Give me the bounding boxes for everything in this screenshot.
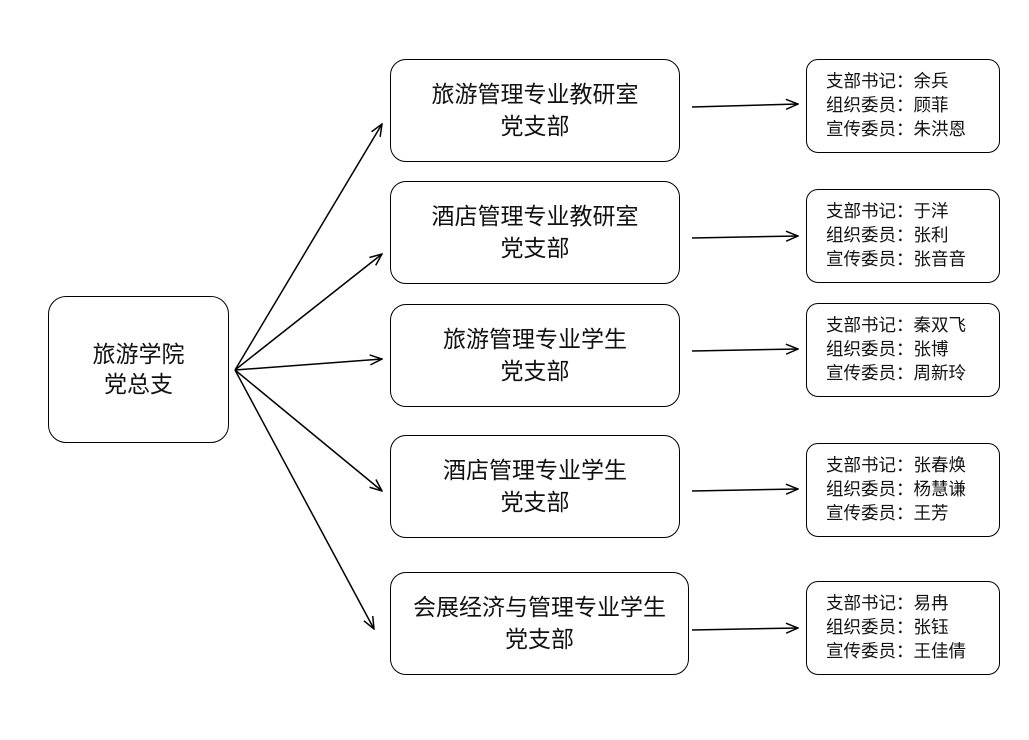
arrow-branch-1-to-members — [691, 104, 798, 107]
branch-node-3: 旅游管理专业学生 党支部 — [390, 304, 680, 407]
member-publicity: 宣传委员：王佳倩 — [826, 642, 966, 662]
root-node-line2: 党总支 — [104, 371, 173, 398]
member-secretary: 支部书记：秦双飞 — [826, 316, 966, 336]
branch-node-line1: 旅游管理专业教研室 — [431, 81, 639, 108]
member-secretary: 支部书记：易冉 — [826, 594, 949, 614]
arrow-branch-2-to-members — [691, 236, 798, 238]
arrow-root-to-branch-4 — [234, 369, 382, 491]
member-secretary: 支部书记：余兵 — [826, 72, 949, 92]
branch-node-line2: 党支部 — [500, 489, 570, 516]
arrow-branch-5-to-members — [691, 628, 798, 630]
branch-node-line1: 旅游管理专业学生 — [443, 326, 627, 353]
member-publicity: 宣传委员：周新玲 — [826, 364, 966, 384]
members-box-2: 支部书记：于洋 组织委员：张利 宣传委员：张音音 — [806, 189, 1000, 283]
member-organizer: 组织委员：张钰 — [826, 618, 949, 638]
arrow-branch-4-to-members — [691, 489, 798, 491]
members-box-5: 支部书记：易冉 组织委员：张钰 宣传委员：王佳倩 — [806, 581, 1000, 675]
member-organizer: 组织委员：张利 — [826, 226, 949, 246]
member-publicity: 宣传委员：朱洪恩 — [826, 120, 966, 140]
branch-node-line1: 酒店管理专业教研室 — [431, 203, 639, 230]
arrow-root-to-branch-1 — [234, 124, 382, 371]
members-box-3: 支部书记：秦双飞 组织委员：张博 宣传委员：周新玲 — [806, 303, 1000, 397]
member-publicity: 宣传委员：王芳 — [826, 504, 949, 524]
member-secretary: 支部书记：于洋 — [826, 202, 949, 222]
root-node-line1: 旅游学院 — [92, 341, 185, 368]
member-organizer: 组织委员：张博 — [826, 340, 949, 360]
branch-node-line1: 酒店管理专业学生 — [443, 457, 627, 484]
branch-node-2: 酒店管理专业教研室 党支部 — [390, 181, 680, 284]
member-publicity: 宣传委员：张音音 — [826, 250, 966, 270]
member-organizer: 组织委员：杨慧谦 — [826, 480, 966, 500]
root-node: 旅游学院 党总支 — [48, 296, 229, 443]
branch-node-line2: 党支部 — [500, 113, 570, 140]
member-secretary: 支部书记：张春焕 — [826, 456, 966, 476]
arrow-root-to-branch-3 — [234, 359, 382, 371]
member-organizer: 组织委员：顾菲 — [826, 96, 949, 116]
branch-node-line2: 党支部 — [500, 235, 570, 262]
branch-node-1: 旅游管理专业教研室 党支部 — [390, 59, 680, 162]
branch-node-5: 会展经济与管理专业学生 党支部 — [390, 572, 689, 675]
members-box-1: 支部书记：余兵 组织委员：顾菲 宣传委员：朱洪恩 — [806, 59, 1000, 153]
branch-node-line2: 党支部 — [500, 358, 570, 385]
branch-node-4: 酒店管理专业学生 党支部 — [390, 435, 680, 538]
branch-node-line2: 党支部 — [505, 626, 574, 653]
members-box-4: 支部书记：张春焕 组织委员：杨慧谦 宣传委员：王芳 — [806, 443, 1000, 537]
branch-node-line1: 会展经济与管理专业学生 — [413, 594, 666, 621]
arrow-root-to-branch-5 — [234, 369, 374, 629]
arrow-root-to-branch-2 — [234, 254, 382, 371]
arrow-branch-3-to-members — [691, 349, 798, 351]
